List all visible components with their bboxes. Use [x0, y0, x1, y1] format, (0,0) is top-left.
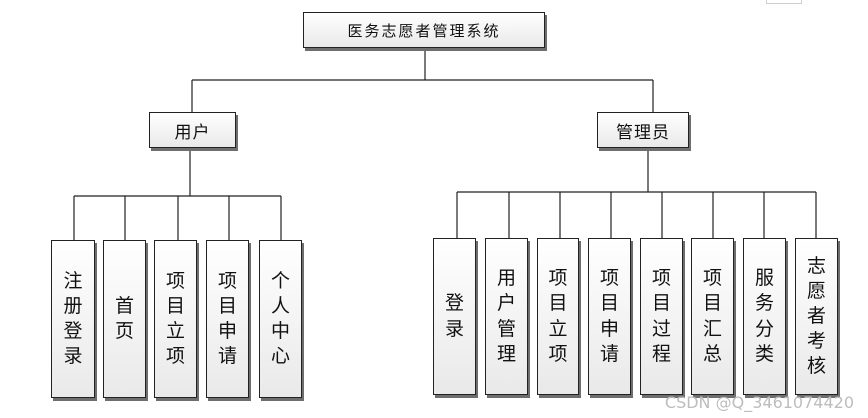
admin-child-node: 服务分类 [743, 238, 786, 395]
admin-child-node: 志愿者考核 [795, 238, 838, 395]
admin-child-label: 志愿者考核 [806, 254, 826, 378]
user-child-label: 个人中心 [270, 269, 290, 368]
user-child-label: 项目立项 [165, 269, 185, 368]
admin-child-node: 项目立项 [537, 238, 579, 395]
corner-mark [766, 0, 802, 4]
user-child-node: 首页 [103, 240, 146, 398]
admin-child-label: 项目汇总 [702, 267, 722, 365]
user-child-label: 项目申请 [217, 269, 237, 368]
root-node-label: 医务志愿者管理系统 [347, 21, 501, 40]
admin-child-label: 项目立项 [548, 267, 568, 365]
admin-child-label: 服务分类 [754, 267, 774, 365]
user-child-label: 注册登录 [63, 269, 83, 368]
root-node: 医务志愿者管理系统 [303, 12, 545, 48]
admin-child-label: 项目过程 [651, 267, 671, 365]
admin-child-node: 登录 [433, 238, 476, 395]
admin-child-label: 项目申请 [599, 267, 619, 365]
admin-child-node: 用户管理 [485, 238, 528, 395]
user-node-label: 用户 [174, 122, 211, 143]
admin-child-node: 项目申请 [588, 238, 631, 395]
user-node: 用户 [149, 112, 236, 148]
watermark-text: CSDN @Q_3461074420 [664, 393, 854, 412]
admin-child-label: 用户管理 [496, 267, 516, 365]
admin-node: 管理员 [597, 112, 689, 148]
user-child-node: 项目立项 [154, 240, 197, 398]
admin-node-label: 管理员 [616, 122, 670, 143]
admin-child-node: 项目过程 [640, 238, 683, 395]
user-child-label: 首页 [114, 294, 134, 342]
admin-child-label: 登录 [444, 292, 464, 340]
admin-child-node: 项目汇总 [691, 238, 734, 395]
user-child-node: 项目申请 [206, 240, 249, 398]
user-child-node: 个人中心 [259, 240, 302, 398]
user-child-node: 注册登录 [51, 240, 95, 398]
